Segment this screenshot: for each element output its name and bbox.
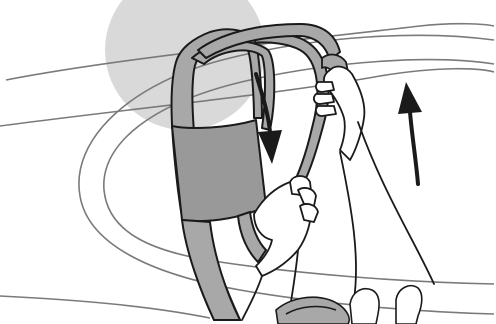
outline-lower-curve (0, 296, 210, 318)
arrow-up-head (398, 82, 422, 114)
arrow-up-icon (398, 82, 422, 184)
bottom-hand-fingers (350, 289, 379, 324)
finger-right-2 (314, 94, 334, 104)
finger-right-3 (316, 106, 336, 116)
arrow-up-shaft (410, 112, 418, 184)
cuff-lower-strap (182, 220, 240, 320)
bottom-cuff-folded (276, 297, 349, 324)
bottom-hand-finger-2 (396, 286, 422, 324)
finger-right-1 (316, 82, 334, 92)
cuff-pad (172, 120, 266, 221)
arrow-down-head (258, 130, 282, 164)
